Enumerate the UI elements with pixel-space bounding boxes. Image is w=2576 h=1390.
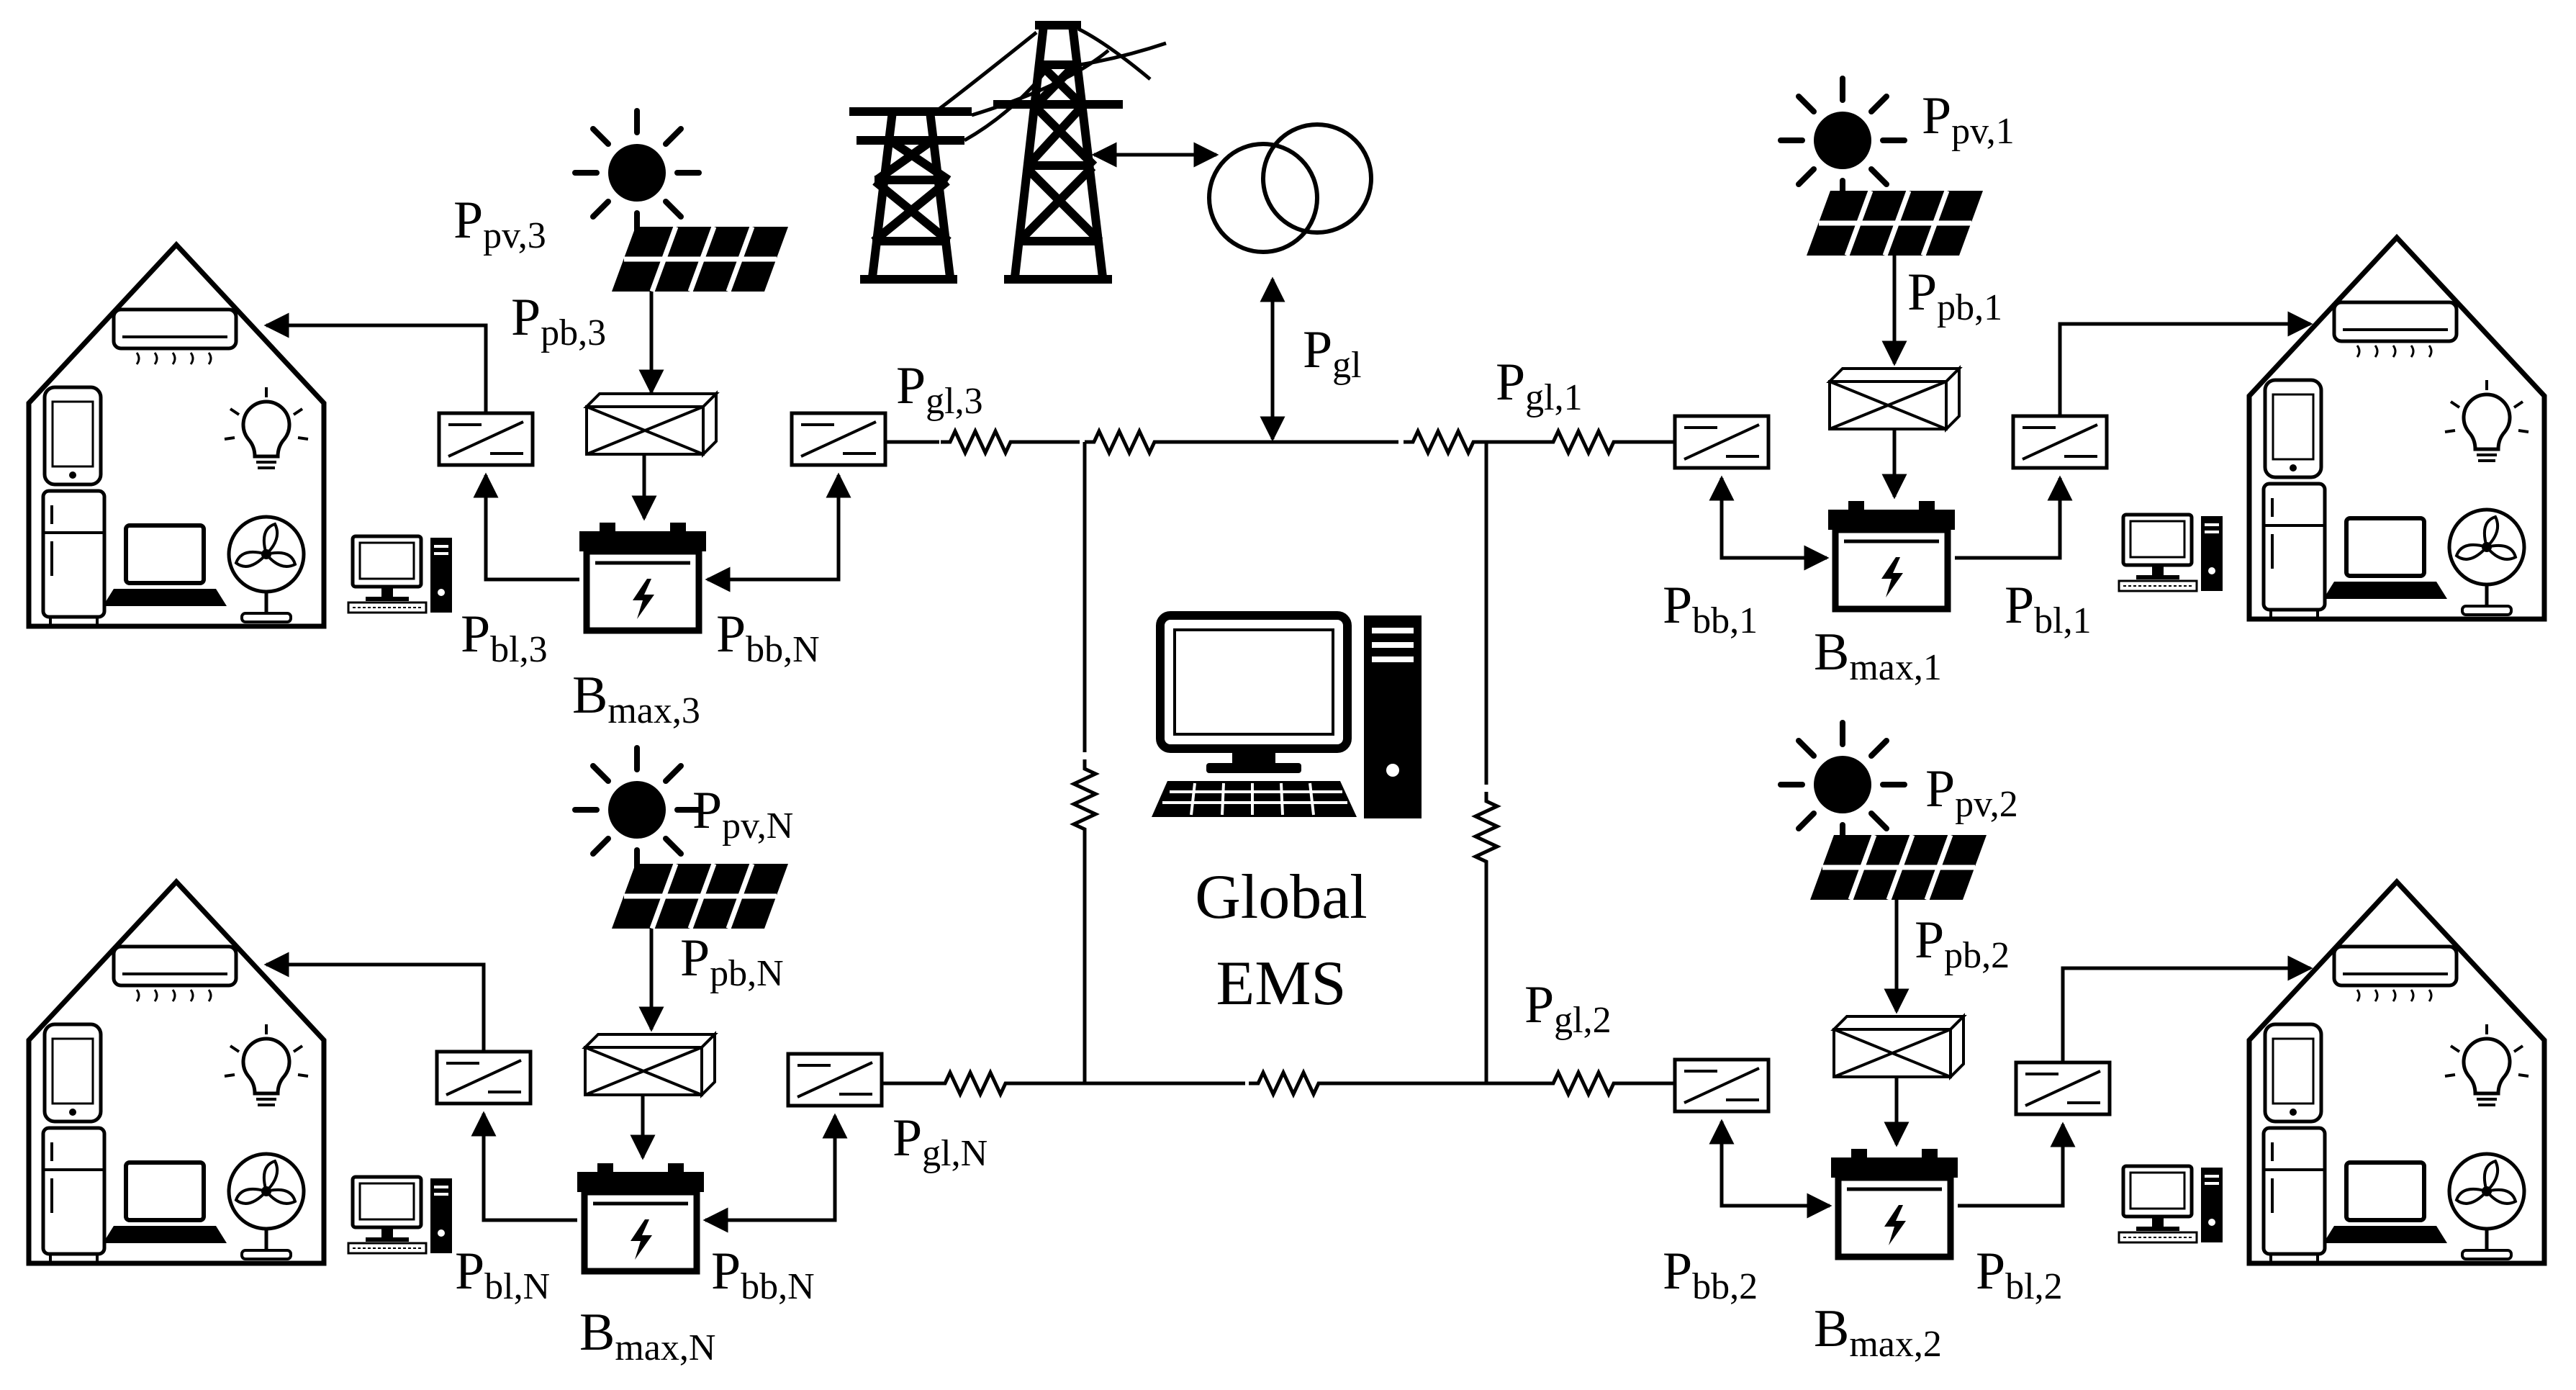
computer-icon — [1152, 611, 1422, 818]
sun-icon — [1781, 78, 1904, 202]
converter-icon — [2016, 1062, 2110, 1114]
bmax-label: Bmax,3 — [572, 666, 700, 731]
house-icon — [29, 882, 324, 1263]
gl-power-label: Pgl,1 — [1496, 353, 1583, 418]
bb-power-label: Pbb,2 — [1663, 1242, 1758, 1307]
pb-power-label: Ppb,3 — [511, 288, 606, 353]
bmax-label: Bmax,1 — [1814, 623, 1942, 688]
ems-label-line2: EMS — [1216, 949, 1347, 1019]
converter-box-icon — [1832, 1015, 1965, 1078]
solar-panel-icon — [1807, 191, 1983, 256]
pb-power-label: Ppb,1 — [1907, 263, 2002, 328]
bl-power-label: Pbl,1 — [2005, 576, 2092, 641]
converter-icon — [1675, 416, 1768, 468]
desktop-icon — [2119, 515, 2223, 591]
house-icon — [2249, 882, 2544, 1263]
house-icon — [2249, 238, 2544, 619]
grid-power-label: Pgl — [1303, 320, 1362, 386]
pv-power-label: Ppv,1 — [1922, 86, 2015, 152]
pv-power-label: Ppv,3 — [453, 191, 546, 256]
house-icon — [29, 245, 324, 626]
gl-power-label: Pgl,3 — [896, 356, 983, 422]
battery-icon — [1831, 1149, 1958, 1257]
converter-box-icon — [585, 392, 718, 456]
bb-power-label: Pbb,N — [711, 1242, 815, 1307]
converter-icon — [1675, 1060, 1768, 1111]
bl-power-label: Pbl,2 — [1976, 1242, 2063, 1307]
microgrid-home-3: Ppv,3 Ppb,3 Pgl,3 Pbl,3 Pbb,N Bmax,3 — [29, 111, 983, 731]
battery-icon — [577, 1163, 704, 1271]
sun-icon — [575, 748, 699, 872]
transformer-icon — [1207, 122, 1373, 254]
bb-power-label: Pbb,1 — [1663, 576, 1758, 641]
pb-power-label: Ppb,2 — [1915, 911, 2010, 976]
solar-panel-icon — [1810, 835, 1987, 900]
converter-icon — [437, 1052, 530, 1104]
bb-power-label: Pbb,N — [716, 605, 820, 670]
gl-power-label: Pgl,2 — [1524, 975, 1612, 1041]
transmission-tower-icon — [849, 21, 1167, 284]
solar-panel-icon — [612, 227, 788, 292]
battery-icon — [1828, 501, 1955, 609]
bmax-label: Bmax,N — [579, 1303, 715, 1368]
bmax-label: Bmax,2 — [1814, 1299, 1942, 1365]
bus-network — [889, 431, 1623, 1094]
converter-icon — [788, 1054, 882, 1106]
sun-icon — [575, 111, 699, 235]
pv-power-label: Ppv,2 — [1925, 759, 2018, 825]
microgrid-home-N: Ppv,N Ppb,N Pgl,N Pbl,N Pbb,N Bmax,N — [29, 748, 988, 1368]
desktop-icon — [348, 1177, 452, 1253]
converter-box-icon — [584, 1033, 716, 1096]
converter-icon — [792, 413, 885, 465]
desktop-icon — [2119, 1166, 2223, 1242]
ems-label-line1: Global — [1195, 862, 1368, 932]
battery-icon — [579, 523, 706, 631]
pb-power-label: Ppb,N — [680, 929, 784, 994]
gl-power-label: Pgl,N — [892, 1109, 988, 1174]
converter-box-icon — [1828, 367, 1961, 430]
microgrid-home-1: Ppv,1 Ppb,1 Pgl,1 Pbb,1 Pbl,1 Bmax,1 — [1496, 78, 2544, 688]
bl-power-label: Pbl,3 — [461, 605, 548, 670]
converter-icon — [2013, 416, 2107, 468]
pv-power-label: Ppv,N — [692, 781, 793, 847]
microgrid-home-2: Ppv,2 Ppb,2 Pgl,2 Pbb,2 Pbl,2 Bmax,2 — [1524, 723, 2544, 1365]
converter-icon — [439, 413, 533, 465]
solar-panel-icon — [612, 864, 788, 929]
desktop-icon — [348, 536, 452, 613]
bl-power-label: Pbl,N — [455, 1242, 550, 1307]
sun-icon — [1781, 723, 1904, 847]
